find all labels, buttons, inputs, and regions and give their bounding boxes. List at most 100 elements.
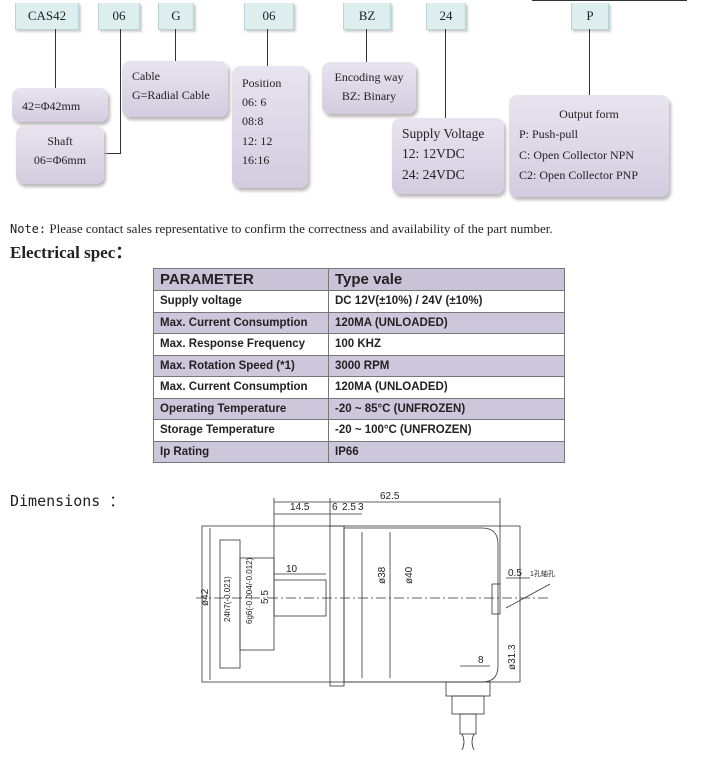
leader-line [505, 583, 551, 609]
cable-end [461, 733, 475, 751]
table-header: Type vale [328, 268, 565, 291]
position-item: 16:16 [242, 152, 270, 167]
hole-note: 1孔轴孔 [530, 569, 555, 578]
connector [589, 29, 590, 96]
encoding-title: Encoding way [334, 70, 404, 84]
table-cell: Storage Temperature [153, 419, 329, 442]
size-bubble: 42=Φ42mm [12, 88, 108, 122]
dim-dia31-3: ø31.3 [507, 644, 518, 670]
table-row: Operating Temperature -20 ~ 85°C (UNFROZ… [153, 397, 565, 420]
table-row: Max. Rotation Speed (*1) 3000 RPM [153, 354, 565, 377]
supply-item: 24: 24VDC [402, 166, 465, 182]
table-cell: Supply voltage [153, 290, 329, 313]
table-cell: IP66 [328, 440, 565, 463]
code-box-output: P [571, 3, 609, 30]
table-cell: 3000 RPM [328, 354, 565, 377]
spec-table: PARAMETER Type vale Supply voltage DC 12… [153, 268, 565, 463]
position-item: 12: 12 [242, 133, 273, 148]
code-box-position: 06 [244, 3, 294, 30]
code-box-supply: 24 [426, 3, 466, 30]
shaft-value: 06=Φ6mm [33, 152, 87, 167]
code-box-model: CAS42 [15, 3, 79, 30]
position-title: Position [242, 76, 282, 90]
table-row: Ip Rating IP66 [153, 440, 565, 463]
output-item: C: Open Collector NPN [519, 147, 634, 162]
connector [267, 29, 268, 67]
output-item: C2: Open Collector PNP [519, 168, 638, 183]
cable-gland [445, 681, 491, 697]
dim-10: 10 [286, 564, 298, 575]
cable [459, 713, 477, 735]
top-rule [532, 0, 687, 1]
table-header: PARAMETER [153, 268, 329, 291]
code-box-shaft: 06 [98, 3, 140, 30]
output-title: Output form [559, 107, 619, 121]
dim-dia24: 24h7(-0.021) [223, 576, 232, 622]
table-cell: Ip Rating [153, 440, 329, 463]
table-row: Max. Response Frequency 100 KHZ [153, 333, 565, 356]
dim-8: 8 [478, 655, 484, 666]
cable-value: G=Radial Cable [132, 87, 210, 102]
note-label: Note: [10, 222, 47, 236]
code-box-encoding: BZ [343, 3, 391, 30]
connector [104, 153, 120, 154]
table-cell: 100 KHZ [328, 333, 565, 356]
position-item: 08:8 [242, 114, 264, 129]
table-cell: 120MA (UNLOADED) [328, 311, 565, 334]
dim-total-length: 62.5 [380, 491, 400, 502]
dim-dia42: ø42 [200, 588, 211, 606]
table-cell: Max. Current Consumption [153, 311, 329, 334]
dim-0-5: 0.5 [508, 568, 522, 579]
output-item: P: Push-pull [519, 127, 579, 142]
dim-dia40: ø40 [404, 566, 415, 584]
dim-14-5: 14.5 [290, 502, 310, 513]
table-header-row: PARAMETER Type vale [153, 268, 565, 291]
table-cell: 120MA (UNLOADED) [328, 376, 565, 399]
connector [120, 29, 121, 154]
table-row: Max. Current Consumption 120MA (UNLOADED… [153, 376, 565, 399]
encoding-value: BZ: Binary [341, 88, 397, 103]
electrical-spec-heading: Electrical spec： [10, 243, 133, 262]
cable-bubble: Cable G=Radial Cable [122, 61, 228, 117]
table-cell: -20 ~ 85°C (UNFROZEN) [328, 397, 565, 420]
hole-plug [491, 583, 501, 615]
table-cell: Max. Current Consumption [153, 376, 329, 399]
table-cell: Max. Response Frequency [153, 333, 329, 356]
note: Note: Please contact sales representativ… [10, 221, 553, 237]
dim-5-5: 5.5 [260, 590, 271, 604]
note-text: Please contact sales representative to c… [46, 221, 553, 236]
dimension-drawing: 62.5 14.5 6 2.5 3 10 0.5 1孔轴孔 8 ø42 24h7… [196, 491, 555, 751]
dim-3: 3 [358, 502, 364, 513]
shaft-bubble: Shaft 06=Φ6mm [16, 126, 104, 184]
dim-dia6: 6g6(-0.004/-0.012) [245, 557, 254, 624]
code-box-cable: G [158, 3, 194, 30]
connector [175, 29, 176, 62]
connector [55, 29, 56, 89]
cable-gland-nut [451, 695, 485, 715]
supply-item: 12: 12VDC [402, 146, 465, 162]
dimensions-heading: Dimensions ： [10, 492, 125, 510]
connector [445, 29, 446, 119]
dim-2-5: 2.5 [342, 502, 356, 513]
table-cell: DC 12V(±10%) / 24V (±10%) [328, 290, 565, 313]
table-row: Storage Temperature -20 ~ 100°C (UNFROZE… [153, 419, 565, 442]
dim-dia38: ø38 [377, 566, 388, 584]
encoding-bubble: Encoding way BZ: Binary [322, 62, 416, 114]
table-row: Supply voltage DC 12V(±10%) / 24V (±10%) [153, 290, 565, 313]
table-cell: Operating Temperature [153, 397, 329, 420]
table-cell: -20 ~ 100°C (UNFROZEN) [328, 419, 565, 442]
body-outline [343, 527, 499, 683]
supply-title: Supply Voltage [402, 126, 485, 141]
shaft-title: Shaft [47, 134, 73, 148]
output-bubble: Output form P: Push-pull C: Open Collect… [509, 95, 669, 197]
supply-bubble: Supply Voltage 12: 12VDC 24: 24VDC [392, 118, 504, 194]
position-item: 06: 6 [242, 95, 267, 110]
cable-title: Cable [132, 69, 160, 83]
connector [366, 29, 367, 62]
flange-plate [329, 525, 345, 687]
dim-6: 6 [332, 502, 338, 513]
position-bubble: Position 06: 6 08:8 12: 12 16:16 [232, 66, 308, 188]
size-text: 42=Φ42mm [22, 99, 81, 113]
table-row: Max. Current Consumption 120MA (UNLOADED… [153, 311, 565, 334]
table-cell: Max. Rotation Speed (*1) [153, 354, 329, 377]
